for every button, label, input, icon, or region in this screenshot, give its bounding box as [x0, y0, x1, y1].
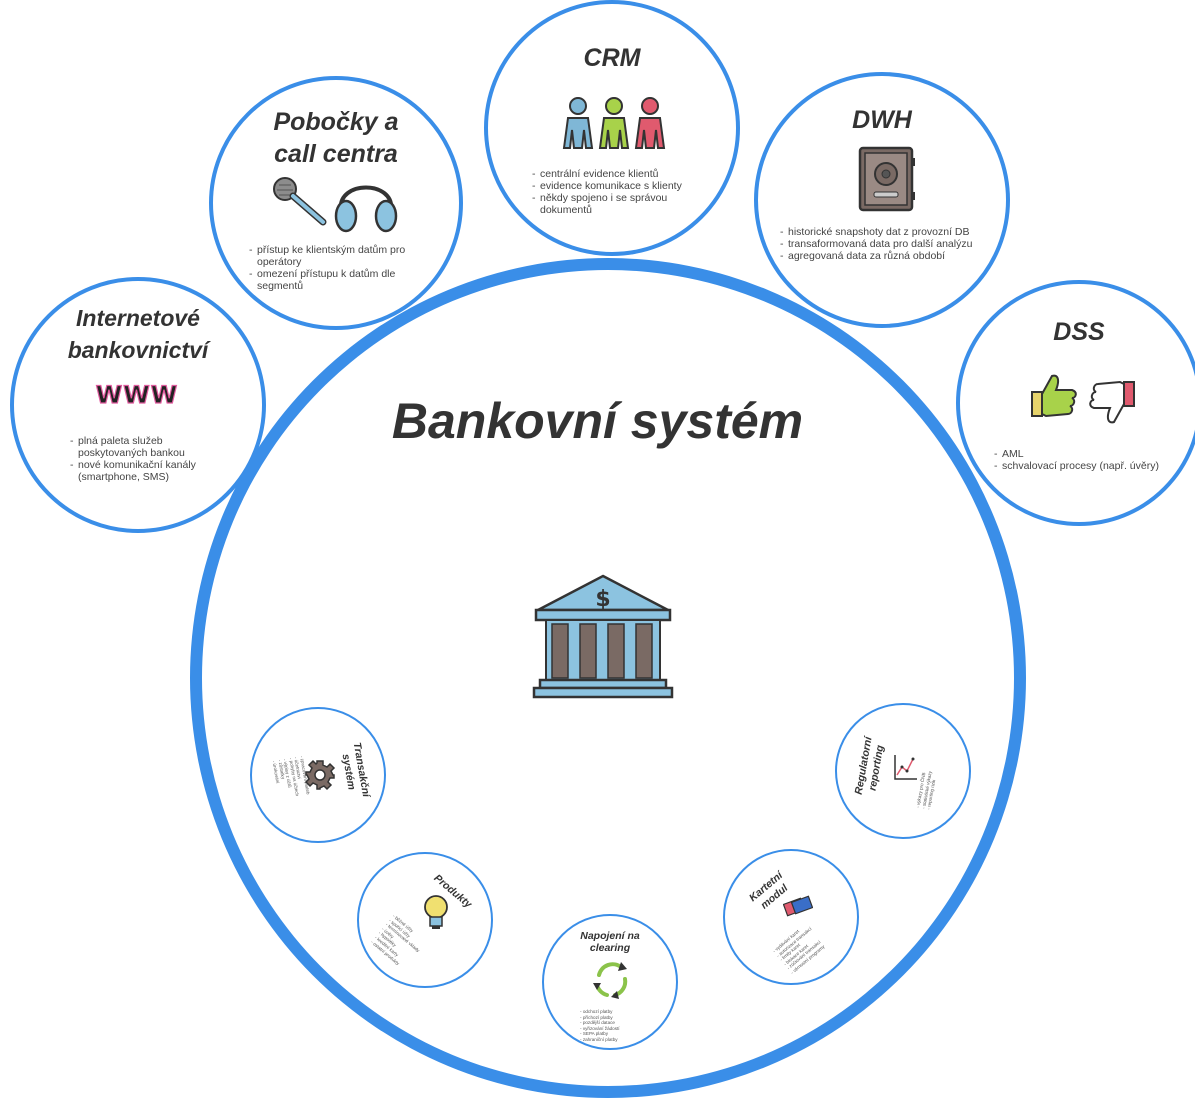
headphones-icon	[334, 185, 398, 233]
gear-icon	[304, 759, 336, 791]
crm-title: CRM	[583, 44, 641, 72]
bullet-item: zahraniční platby	[580, 1037, 650, 1043]
thumbs-down-icon	[1089, 380, 1135, 424]
bullet-item: centrální evidence klientů	[532, 168, 708, 180]
dss-bullets: AML schvalovací procesy (např. úvěry)	[994, 448, 1194, 472]
clearing-title-line2: clearing	[589, 942, 631, 954]
internet-banking-title-line2: bankovnictví	[67, 337, 209, 363]
credit-cards-icon	[783, 895, 813, 917]
bullet-item: odchozí platby	[580, 1009, 650, 1015]
regulatory-reporting-bullets: výkazy pro ČNB statistické výkazy report…	[915, 738, 944, 810]
database-safe-icon	[858, 146, 915, 212]
clearing-bullets: odchozí platby příchozí platby pozdější …	[580, 1009, 650, 1043]
lightbulb-icon	[424, 895, 448, 929]
main-title: Bankovní systém	[391, 393, 804, 449]
bullet-item: omezení přístupu k datům dle segmentů	[249, 268, 429, 292]
bank-icon: $	[532, 574, 674, 699]
branches-title-line2: call centra	[274, 140, 398, 168]
bullet-item: někdy spojeno i se správou dokumentů	[532, 192, 708, 216]
chart-icon	[894, 755, 917, 780]
bullet-item: nové komunikační kanály (smartphone, SMS…	[70, 459, 230, 483]
recycle-arrows-icon	[593, 962, 628, 999]
dss-title: DSS	[1053, 318, 1105, 346]
bullet-item: pozdější datace	[580, 1020, 650, 1026]
bullet-item: plná paleta služeb poskytovaných bankou	[70, 435, 230, 459]
clearing-title-line1: Napojení na	[580, 930, 640, 942]
transaction-system-circle[interactable]: Transakční systém zpracování plateb účet…	[250, 707, 386, 843]
card-module-circle[interactable]: Kartetní modul vydávání karet autorizace…	[723, 849, 859, 985]
bullet-item: schvalovací procesy (např. úvěry)	[994, 460, 1194, 472]
bullet-item: příchozí platby	[580, 1015, 650, 1021]
bullet-item: historické snapshoty dat z provozní DB	[780, 226, 1000, 238]
dwh-circle[interactable]: DWH historické snapshoty dat z provozní …	[754, 72, 1010, 328]
bullet-item: AML	[994, 448, 1194, 460]
internet-banking-title-line1: Internetové	[76, 305, 200, 331]
microphone-icon	[273, 177, 327, 226]
bullet-item: evidence komunikace s klienty	[532, 180, 708, 192]
internet-banking-bullets: plná paleta služeb poskytovaných bankou …	[70, 435, 230, 483]
bullet-item: vyřizování žádostí	[580, 1026, 650, 1032]
branches-circle[interactable]: Pobočky a call centra přístup ke klients…	[209, 76, 463, 330]
www-icon: WWW	[95, 380, 178, 409]
bullet-item: SEPA platby	[580, 1031, 650, 1037]
svg-text:$: $	[595, 587, 610, 612]
dss-circle[interactable]: DSS AML schvalovací procesy (např. úvěry…	[956, 280, 1195, 526]
regulatory-reporting-circle[interactable]: Regulatorní reporting výkazy pro ČNB sta…	[835, 703, 971, 839]
branches-title-line1: Pobočky a	[273, 108, 399, 136]
dwh-bullets: historické snapshoty dat z provozní DB t…	[780, 226, 1000, 262]
clearing-circle[interactable]: Napojení na clearing odchozí platby příc…	[542, 914, 678, 1050]
bullet-item: přístup ke klientským datům pro operátor…	[249, 244, 429, 268]
branches-bullets: přístup ke klientským datům pro operátor…	[249, 244, 429, 292]
bullet-item: agregovaná data za různá období	[780, 250, 1000, 262]
dwh-title: DWH	[852, 106, 912, 134]
bullet-item: transaformovaná data pro další analýzu	[780, 238, 1000, 250]
crm-bullets: centrální evidence klientů evidence komu…	[532, 168, 708, 216]
products-circle[interactable]: Produkty běžné účty spořicí účty termíno…	[357, 852, 493, 988]
crm-circle[interactable]: CRM centrální evidence klientů evidence …	[484, 0, 740, 256]
internet-banking-circle[interactable]: Internetové bankovnictví WWW plná paleta…	[10, 277, 266, 533]
thumbs-up-icon	[1031, 374, 1077, 418]
people-icon	[562, 97, 666, 149]
svg-text:WWW: WWW	[96, 381, 178, 409]
